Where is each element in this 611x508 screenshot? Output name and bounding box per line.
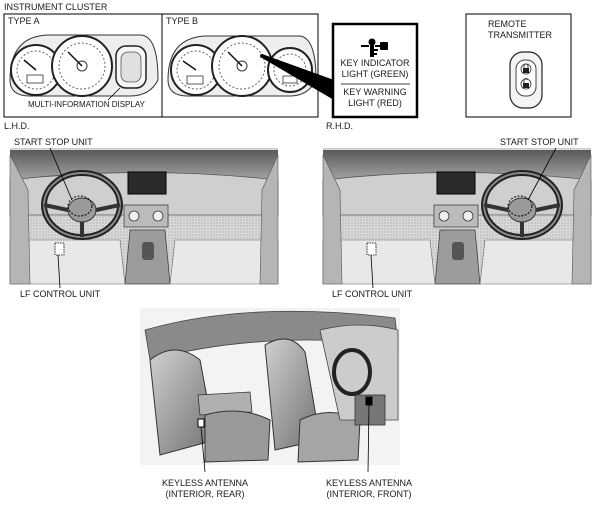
- key-warning-line-1: KEY WARNING: [343, 87, 407, 97]
- rhd-dashboard-illustration: [322, 148, 592, 285]
- key-indicator-icon: [361, 38, 388, 57]
- lhd-start-stop-label: START STOP UNIT: [14, 137, 93, 147]
- key-warning-line-2: LIGHT (RED): [348, 98, 402, 108]
- interior-front-antenna-marker: [365, 396, 373, 406]
- remote-label-line-2: TRANSMITTER: [488, 30, 552, 40]
- key-warning-label: KEY WARNING LIGHT (RED): [335, 87, 415, 109]
- cluster-type-b: [167, 35, 317, 97]
- key-indicator-line-2: LIGHT (GREEN): [341, 69, 409, 79]
- key-light-callout: [331, 22, 419, 119]
- multi-info-display-label: MULTI-INFORMATION DISPLAY: [28, 100, 145, 109]
- lhd-tag: L.H.D.: [4, 121, 30, 131]
- steering-wheel-icon: [481, 170, 563, 240]
- key-indicator-label: KEY INDICATOR LIGHT (GREEN): [335, 58, 415, 80]
- front-antenna-label: KEYLESS ANTENNA (INTERIOR, FRONT): [314, 478, 424, 500]
- remote-label-line-1: REMOTE: [488, 19, 527, 29]
- rear-antenna-line-1: KEYLESS ANTENNA: [161, 478, 249, 488]
- interior-rear-antenna-marker: [197, 418, 205, 428]
- rear-antenna-leader: [200, 426, 206, 473]
- rhd-lf-control-label: LF CONTROL UNIT: [332, 289, 413, 299]
- lhd-lf-control-unit: [54, 242, 65, 256]
- lock-button-icon: [520, 63, 532, 75]
- rear-antenna-label: KEYLESS ANTENNA (INTERIOR, REAR): [150, 478, 260, 500]
- front-antenna-leader: [367, 404, 370, 473]
- lhd-start-stop-marker: [67, 195, 93, 217]
- cluster-type-a: [9, 34, 159, 101]
- key-indicator-line-1: KEY INDICATOR: [340, 58, 410, 68]
- rhd-start-stop-label: START STOP UNIT: [500, 137, 579, 147]
- lhd-start-stop-leader: [49, 147, 73, 201]
- type-b-label: TYPE B: [166, 16, 199, 26]
- instrument-cluster-title: INSTRUMENT CLUSTER: [4, 2, 108, 12]
- rhd-start-stop-leader: [527, 147, 557, 201]
- steering-wheel-icon: [41, 170, 123, 240]
- remote-transmitter-label: REMOTE TRANSMITTER: [488, 19, 552, 41]
- rhd-tag: R.H.D.: [326, 121, 353, 131]
- lhd-dashboard-illustration: [9, 148, 279, 285]
- interior-cutaway-illustration: [140, 308, 400, 465]
- callout-pointer: [262, 54, 334, 100]
- rhd-lf-leader: [370, 254, 374, 289]
- type-a-label: TYPE A: [8, 16, 40, 26]
- front-antenna-line-1: KEYLESS ANTENNA: [325, 478, 413, 488]
- rhd-start-stop-marker: [507, 195, 533, 217]
- unlock-button-icon: [520, 78, 532, 90]
- lhd-lf-control-label: LF CONTROL UNIT: [20, 289, 101, 299]
- rhd-lf-control-unit: [366, 242, 377, 256]
- front-antenna-line-2: (INTERIOR, FRONT): [326, 489, 412, 499]
- rear-antenna-line-2: (INTERIOR, REAR): [165, 489, 245, 499]
- lhd-lf-leader: [57, 254, 61, 289]
